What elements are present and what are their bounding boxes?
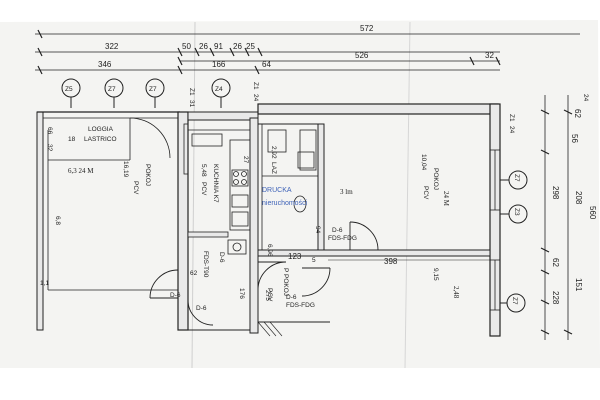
dim-62: 62 <box>190 270 198 277</box>
room-right-name: POKOJ <box>432 168 439 190</box>
axis-label-z1-right: Z1 <box>508 114 515 122</box>
axis-label-right-3: Z7 <box>511 297 518 305</box>
dim-50: 50 <box>182 42 191 51</box>
loggia-note: 6,3 24 M <box>68 167 94 175</box>
axis-label-31: 31 <box>188 100 195 108</box>
dim-right-208: 208 <box>574 191 583 205</box>
dim-right-228: 228 <box>551 291 560 305</box>
dim-right-151: 151 <box>574 278 583 292</box>
bath-name: LAZ <box>270 162 277 174</box>
room-right-floor: PCV <box>422 186 429 200</box>
bathroom-fixtures <box>262 129 318 213</box>
dim-64: 64 <box>262 60 271 69</box>
stair-hatching <box>257 321 283 337</box>
dim-94: 94 <box>314 226 321 234</box>
axis-label-d: Z4 <box>215 86 223 93</box>
axis-label-b: Z7 <box>108 86 116 93</box>
note-1-1: 1,1 <box>40 280 49 287</box>
axis-label-z1-left: Z1 <box>188 88 195 96</box>
kitchen-name: KUCHNIA K7 <box>212 164 219 203</box>
door-label-3: D-6 <box>218 252 225 263</box>
dim-right-298: 298 <box>551 186 560 200</box>
axis-label-c: Z7 <box>149 86 157 93</box>
axis-label-24-right: 24 <box>508 126 515 134</box>
door-note-2: FDS-FDG <box>328 235 357 242</box>
dim-26: 26 <box>199 42 208 51</box>
dim-526: 526 <box>355 51 369 60</box>
axis-label-right-1: Z7 <box>513 174 520 182</box>
doors <box>149 221 379 326</box>
loggia-outline <box>47 117 178 291</box>
dim-91: 91 <box>214 42 223 51</box>
dim-right-62b: 62 <box>551 258 560 267</box>
door-note-3: FDS-FDG <box>286 302 315 309</box>
dim-66: 66 <box>46 127 53 135</box>
kitchen-floor: PCV <box>200 182 207 196</box>
axis-markers-right <box>498 170 528 313</box>
axis-markers-top <box>61 78 231 108</box>
room-right-note: 24 M <box>442 191 450 207</box>
note-3lm: 3 lm <box>340 188 353 196</box>
dim-total-width: 572 <box>360 24 374 33</box>
loggia-name: LOGGIA <box>88 126 114 133</box>
right-dimension-lines <box>540 95 573 340</box>
dim-322: 322 <box>105 42 119 51</box>
door-label-4: D-6 <box>332 227 343 234</box>
hall-name: P POKOJ <box>282 268 289 296</box>
loggia-area: 18 <box>68 136 76 143</box>
dim-166: 166 <box>212 60 226 69</box>
room-right-low-note: 2,48 <box>452 286 460 299</box>
dim-right-24: 24 <box>582 94 589 102</box>
dim-32: 32 <box>46 144 53 152</box>
door-label-5: D-6 <box>286 294 297 301</box>
kitchen-area: 5,48 <box>200 164 207 177</box>
paper-fold <box>191 21 196 369</box>
dim-32: 32 <box>485 51 494 60</box>
top-dimension-lines <box>35 29 580 75</box>
dim-26b: 26 <box>233 42 242 51</box>
loggia-floor: LASTRICO <box>84 136 117 143</box>
dim-25: 25 <box>246 42 255 51</box>
windows <box>183 123 501 311</box>
dim-right-62: 62 <box>573 109 582 118</box>
door-label-2: D-6 <box>196 305 207 312</box>
dim-275: 275 <box>264 290 271 301</box>
bath-area: 2,92 <box>270 146 277 159</box>
dim-right-560: 560 <box>588 206 597 220</box>
paper-sheet <box>0 20 600 368</box>
dim-176: 176 <box>238 288 245 299</box>
watermark-logo: DRUCKA <box>262 187 292 194</box>
axis-label-a: Z5 <box>65 86 73 93</box>
hall-floor: PCV <box>266 288 273 302</box>
axis-label-24-mid: 24 <box>252 94 259 102</box>
kitchen-counter <box>191 133 251 255</box>
axis-label-z1-mid: Z1 <box>252 82 259 90</box>
room-right-low-area: 9,15 <box>432 268 439 281</box>
watermark-sub: nieruchomości <box>262 200 308 207</box>
dim-346: 346 <box>98 60 112 69</box>
door-note-1: FDS-T90 <box>202 251 209 278</box>
paper-fold <box>404 21 411 369</box>
dim-right-56: 56 <box>570 134 579 143</box>
hall-area: 6,96 <box>266 244 273 257</box>
axis-label-right-2: Z3 <box>513 208 520 216</box>
dim-6-8: 6,8 <box>54 216 61 225</box>
room-left-area: 16,19 <box>122 161 129 178</box>
dim-123: 123 <box>288 252 302 261</box>
dim-398: 398 <box>384 257 398 266</box>
room-left-floor: PCV <box>132 181 139 195</box>
dim-27: 27 <box>242 156 249 164</box>
room-right-area: 10,04 <box>420 154 427 171</box>
room-left-name: POKOJ <box>144 164 151 186</box>
door-label-1: D-6 <box>170 292 181 299</box>
dim-5: 5 <box>312 257 316 264</box>
